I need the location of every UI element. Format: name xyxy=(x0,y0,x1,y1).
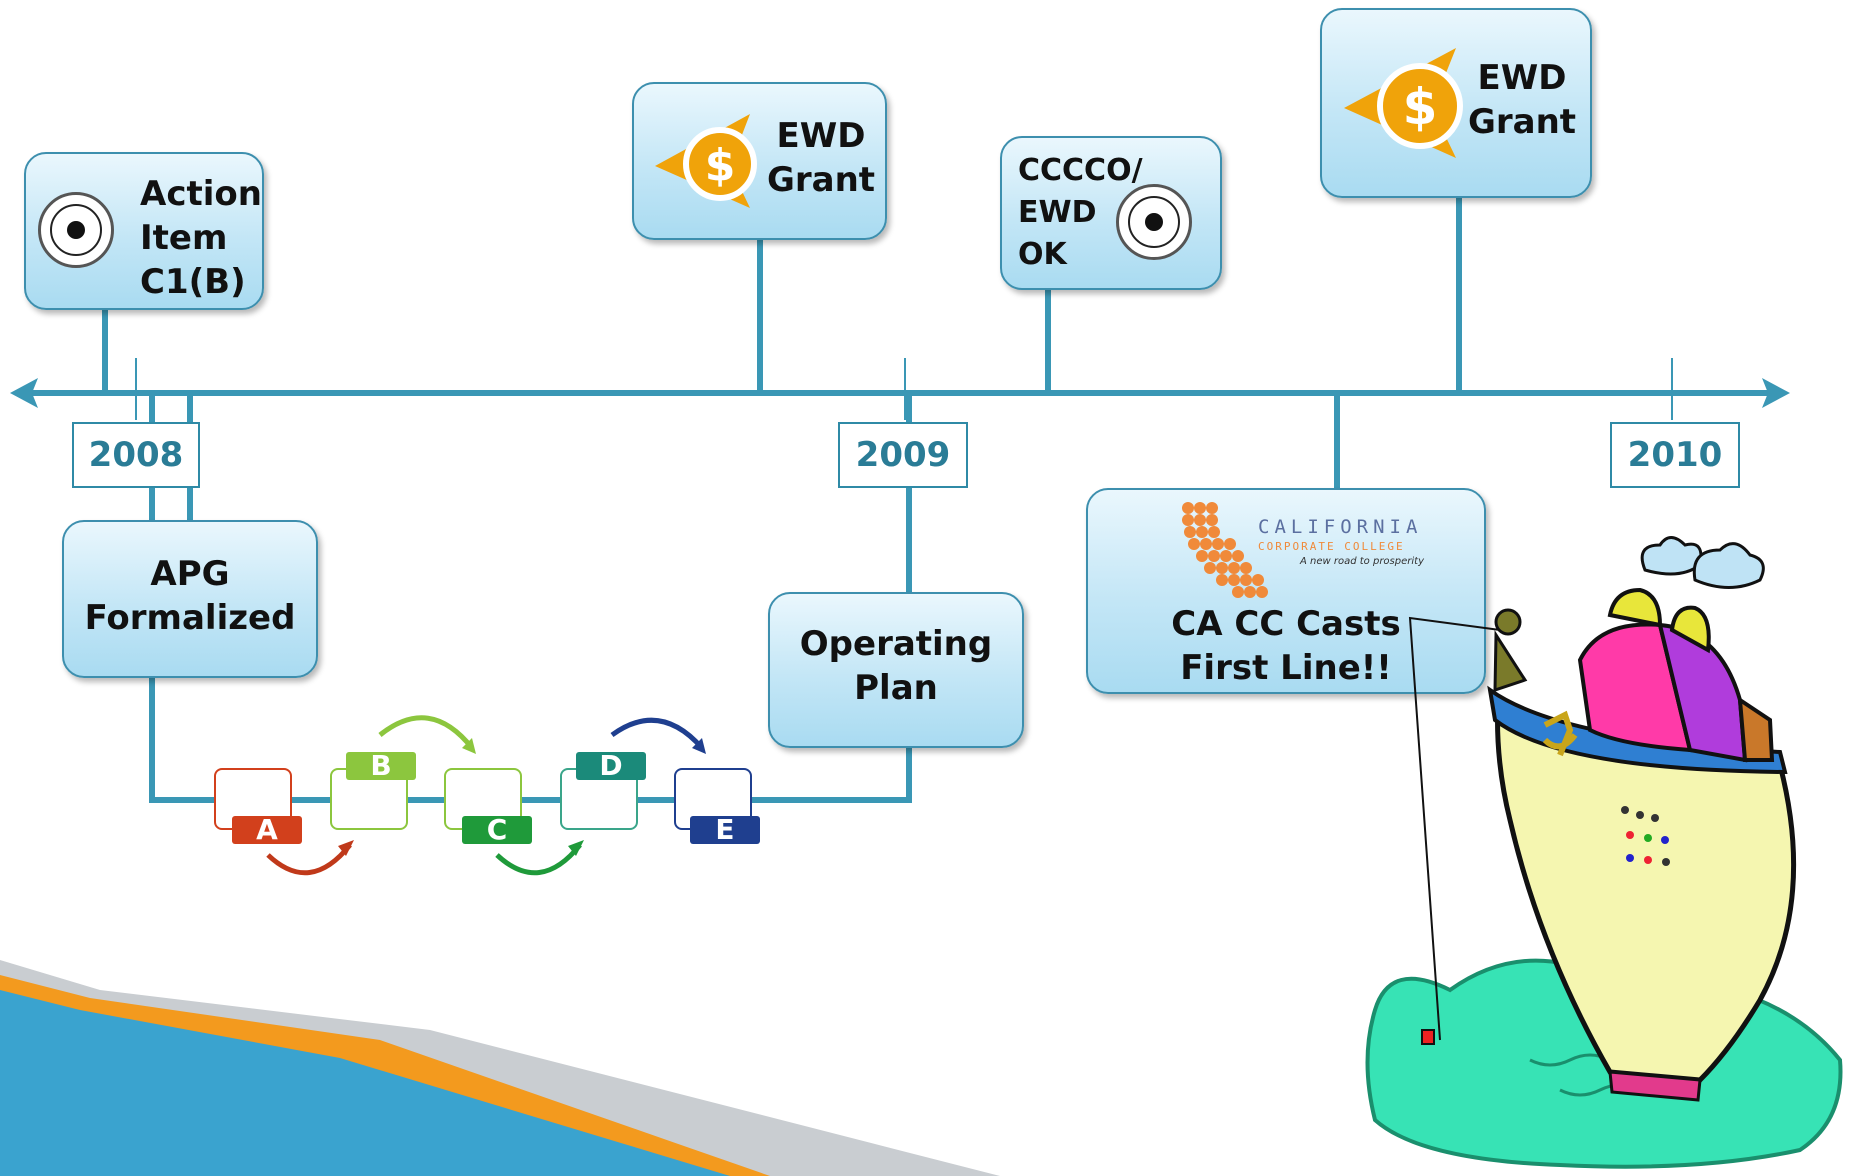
year-2009: 2009 xyxy=(838,422,968,488)
ewd-grant-box-2: $ EWD Grant xyxy=(1320,8,1592,198)
action-item-line1: Action xyxy=(140,174,262,214)
operating-plan-line1: Operating xyxy=(799,624,993,664)
money-eye-icon: $ xyxy=(655,114,757,208)
california-map-icon xyxy=(1182,502,1268,598)
operating-plan-box: Operating Plan xyxy=(768,592,1024,748)
timeline-arrow-left xyxy=(10,378,38,408)
operating-plan-line2: Plan xyxy=(854,668,938,708)
ccc-logo-tagline: A new road to prosperity xyxy=(1300,556,1424,567)
cccco-box: CCCCO/ EWD OK xyxy=(1000,136,1222,290)
apg-box: APG Formalized xyxy=(62,520,318,678)
action-item-line2: Item xyxy=(140,218,228,258)
year-2010: 2010 xyxy=(1610,422,1740,488)
svg-text:$: $ xyxy=(1403,78,1438,136)
ca-cc-line1: CA CC Casts xyxy=(1171,604,1401,644)
step-a-tag: A xyxy=(232,816,302,844)
step-e-tag: E xyxy=(690,816,760,844)
step-b-tag: B xyxy=(346,752,416,780)
ewd-grant-2-line1: EWD xyxy=(1477,58,1567,98)
ewd-grant-box-1: $ EWD Grant xyxy=(632,82,887,240)
corner-swoosh-blue xyxy=(0,990,730,1176)
step-d-tag: D xyxy=(576,752,646,780)
ccc-logo-name: CALIFORNIA xyxy=(1258,516,1423,538)
apg-line1: APG xyxy=(150,554,230,594)
cccco-line2: EWD xyxy=(1018,195,1097,230)
money-eye-icon: $ xyxy=(1344,48,1463,158)
cccco-line3: OK xyxy=(1018,237,1067,272)
ca-cc-box: CALIFORNIA CORPORATE COLLEGE A new road … xyxy=(1086,488,1486,694)
ewd-grant-2-line2: Grant xyxy=(1467,102,1577,142)
svg-text:$: $ xyxy=(705,140,736,191)
timeline-arrow-right xyxy=(1762,378,1790,408)
ca-cc-line2: First Line!! xyxy=(1180,648,1392,688)
seal-icon xyxy=(1116,184,1192,260)
step-c-tag: C xyxy=(462,816,532,844)
ewd-grant-1-line2: Grant xyxy=(766,160,876,200)
seal-icon xyxy=(38,192,114,268)
year-2008: 2008 xyxy=(72,422,200,488)
cccco-line1: CCCCO/ xyxy=(1018,153,1143,188)
action-item-line3: C1(B) xyxy=(140,262,246,302)
ewd-grant-1-line1: EWD xyxy=(776,116,866,156)
action-item-box: Action Item C1(B) xyxy=(24,152,264,310)
apg-line2: Formalized xyxy=(84,598,296,638)
ccc-logo-sub: CORPORATE COLLEGE xyxy=(1258,540,1405,553)
